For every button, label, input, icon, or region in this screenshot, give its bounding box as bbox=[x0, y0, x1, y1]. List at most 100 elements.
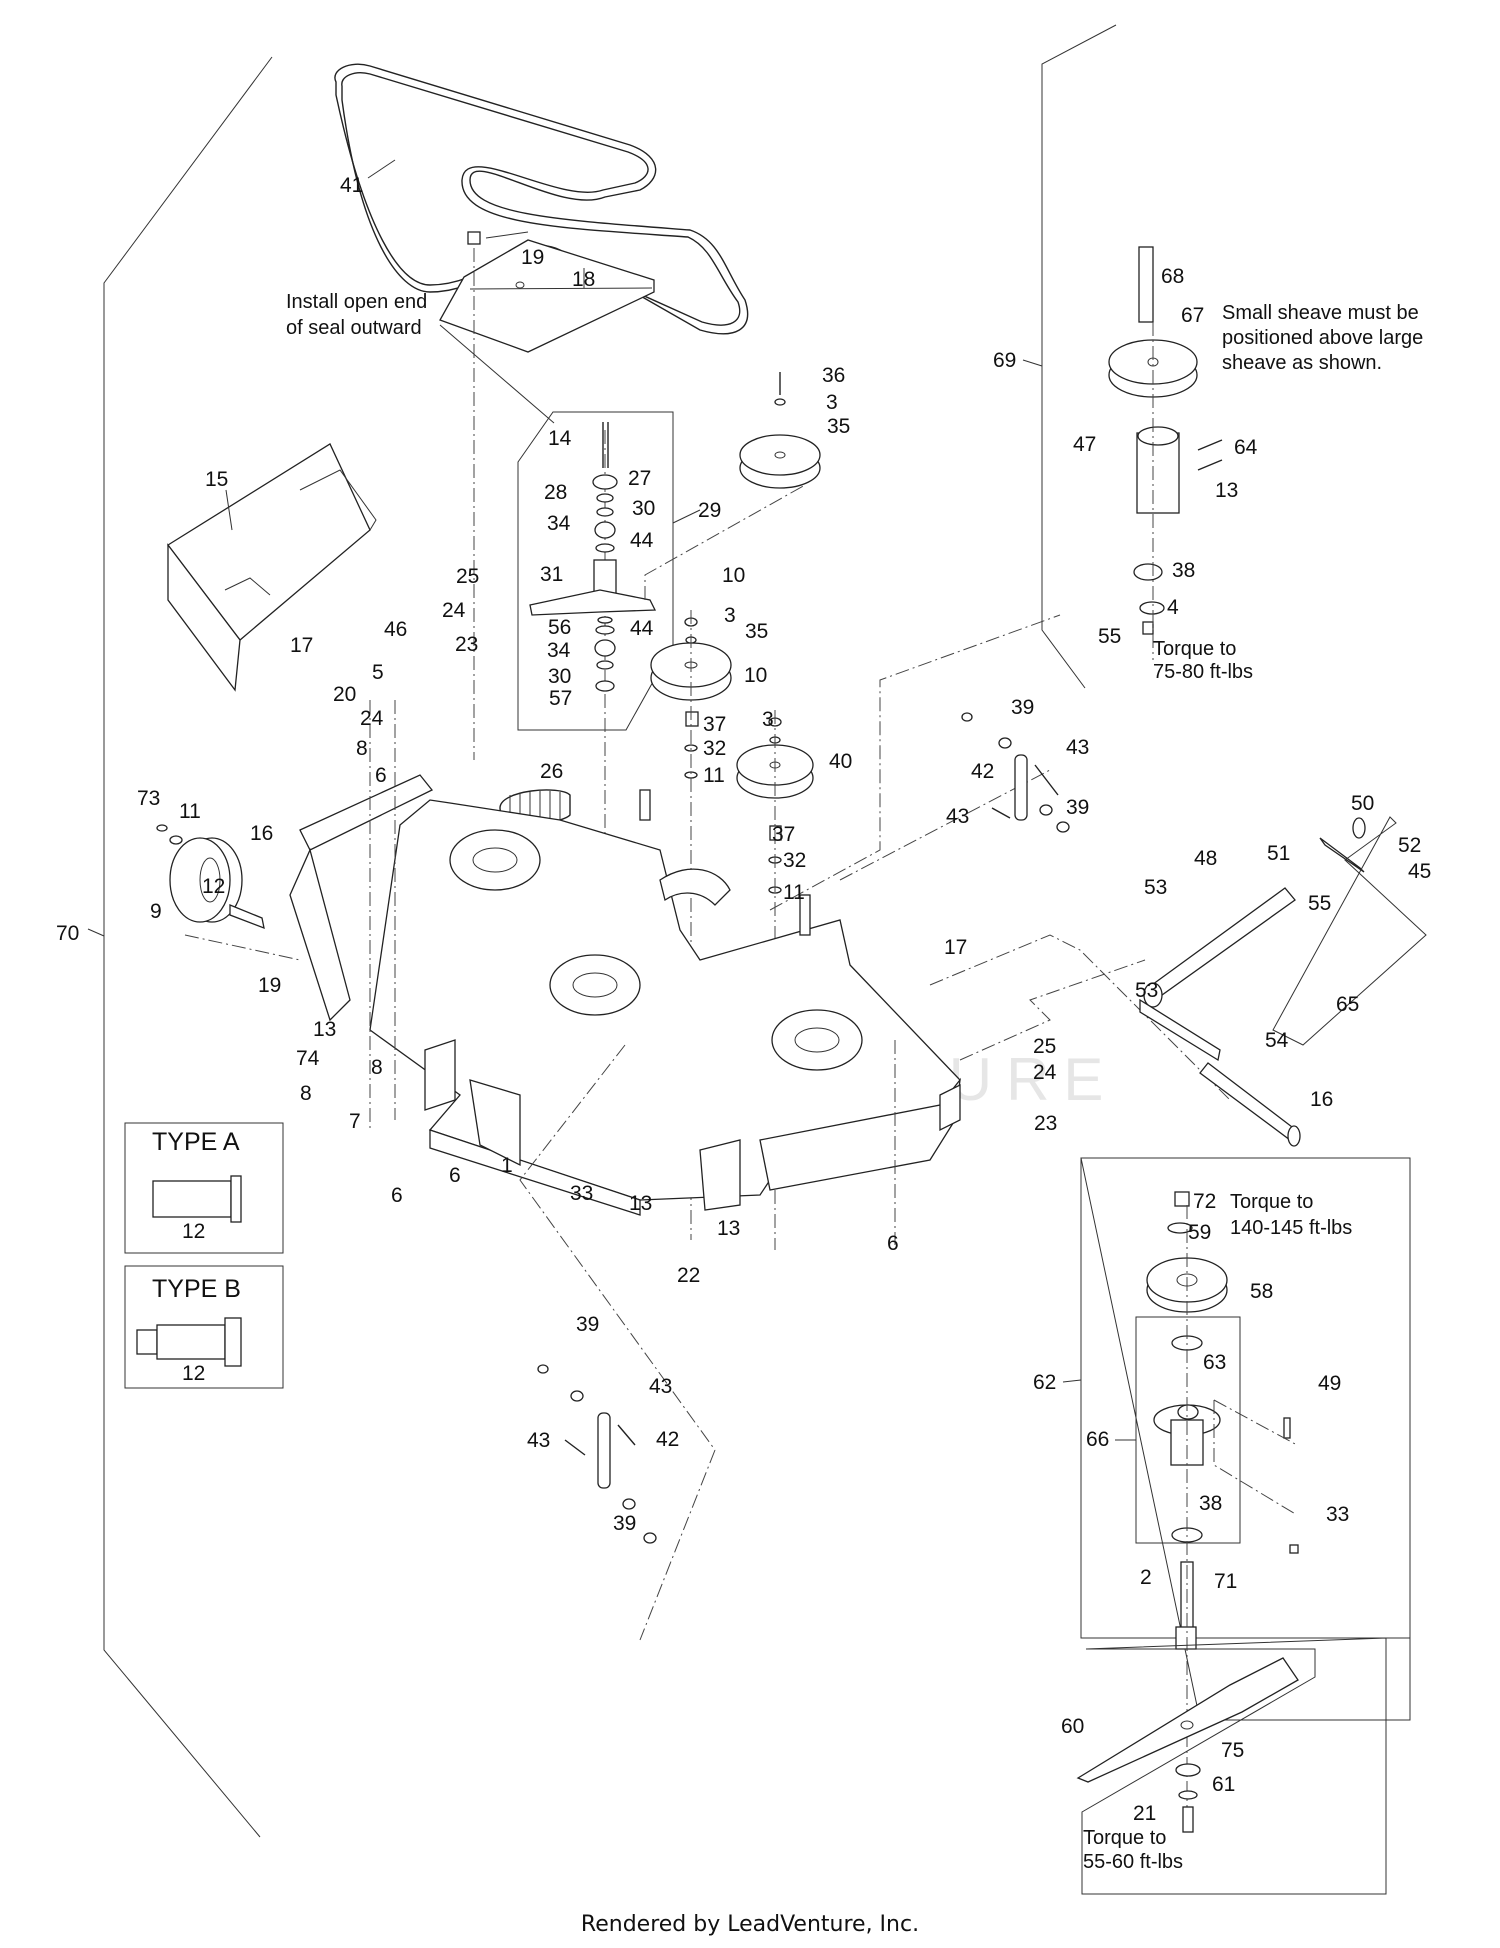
callout-30: 30 bbox=[632, 497, 655, 520]
chain-assembly bbox=[961, 712, 1070, 833]
bar-group-box bbox=[1272, 816, 1427, 1046]
callout-57: 57 bbox=[549, 687, 572, 710]
callout-47: 47 bbox=[1073, 433, 1096, 456]
mower-deck bbox=[289, 774, 961, 1216]
callout-42: 42 bbox=[971, 760, 994, 783]
callout-34: 34 bbox=[547, 512, 571, 535]
discharge-deflector bbox=[167, 443, 377, 692]
axis-line bbox=[959, 959, 1146, 1061]
belt-cover bbox=[439, 231, 655, 353]
callout-20: 20 bbox=[333, 683, 356, 706]
note-sheave-line3: sheave as shown. bbox=[1222, 352, 1382, 374]
callout-13: 13 bbox=[1215, 479, 1238, 502]
callout-3: 3 bbox=[762, 708, 774, 731]
callout-25: 25 bbox=[456, 565, 479, 588]
callout-39: 39 bbox=[1011, 696, 1034, 719]
type-a-pin bbox=[152, 1180, 232, 1218]
callout-8: 8 bbox=[356, 737, 368, 760]
callout-37: 37 bbox=[703, 713, 726, 736]
callout-36: 36 bbox=[822, 364, 845, 387]
assembly-70-bracket bbox=[103, 56, 273, 1838]
callout-3: 3 bbox=[724, 604, 736, 627]
callout-24: 24 bbox=[442, 599, 466, 622]
type-b-pin bbox=[156, 1324, 226, 1360]
callout-63: 63 bbox=[1203, 1351, 1226, 1374]
axis-line bbox=[184, 934, 301, 961]
note-torque-spindle-line2: 140-145 ft-lbs bbox=[1230, 1217, 1352, 1239]
callout-1: 1 bbox=[501, 1154, 513, 1177]
chain-assembly bbox=[537, 1364, 657, 1544]
callout-38: 38 bbox=[1199, 1492, 1222, 1515]
callout-16: 16 bbox=[250, 822, 273, 845]
callout-68: 68 bbox=[1161, 265, 1184, 288]
callout-14: 14 bbox=[548, 427, 572, 450]
note-seal-line1: Install open end bbox=[286, 291, 427, 313]
axis-line bbox=[769, 614, 1061, 911]
callout-43: 43 bbox=[1066, 736, 1089, 759]
callout-33: 33 bbox=[1326, 1503, 1349, 1526]
callout-38: 38 bbox=[1172, 559, 1195, 582]
callout-37: 37 bbox=[772, 823, 795, 846]
callout-50: 50 bbox=[1351, 792, 1374, 815]
callout-13: 13 bbox=[313, 1018, 336, 1041]
callout-13: 13 bbox=[629, 1192, 652, 1215]
type-a-pin-head bbox=[230, 1175, 242, 1223]
callout-73: 73 bbox=[137, 787, 160, 810]
type-b-title: TYPE B bbox=[152, 1275, 241, 1303]
belt bbox=[334, 63, 749, 335]
type-a-title: TYPE A bbox=[152, 1128, 240, 1156]
callout-51: 51 bbox=[1267, 842, 1290, 865]
callout-70: 70 bbox=[56, 922, 79, 945]
callout-44: 44 bbox=[630, 529, 654, 552]
idler-arm bbox=[529, 422, 657, 692]
leader-lines bbox=[439, 324, 1136, 1441]
callout-26: 26 bbox=[540, 760, 563, 783]
callout-53: 53 bbox=[1135, 979, 1158, 1002]
footer-credit: Rendered by LeadVenture, Inc. bbox=[580, 1912, 920, 1937]
callout-61: 61 bbox=[1212, 1773, 1235, 1796]
callout-12: 12 bbox=[182, 1220, 205, 1243]
callout-48: 48 bbox=[1194, 847, 1217, 870]
callout-4: 4 bbox=[1167, 596, 1179, 619]
callout-11: 11 bbox=[703, 764, 725, 787]
callout-24: 24 bbox=[360, 707, 384, 730]
callout-5: 5 bbox=[372, 661, 384, 684]
note-torque-spindle-line1: Torque to bbox=[1230, 1191, 1313, 1213]
blade-group-box bbox=[1081, 1637, 1387, 1895]
callout-67: 67 bbox=[1181, 304, 1204, 327]
callout-8: 8 bbox=[371, 1056, 383, 1079]
pulley bbox=[739, 372, 821, 489]
note-seal-line2: of seal outward bbox=[286, 317, 422, 339]
callout-24: 24 bbox=[1033, 1061, 1057, 1084]
callout-75: 75 bbox=[1221, 1739, 1244, 1762]
callout-27: 27 bbox=[628, 467, 651, 490]
callout-39: 39 bbox=[576, 1313, 599, 1336]
leader-line bbox=[485, 231, 529, 239]
idler-pulley-assembly bbox=[1108, 246, 1223, 635]
callout-64: 64 bbox=[1234, 436, 1258, 459]
callout-49: 49 bbox=[1318, 1372, 1341, 1395]
callout-labels: 41 19 18 14 27 28 30 34 29 44 15 17 25 2… bbox=[56, 174, 1431, 1825]
axis-line bbox=[1213, 1399, 1298, 1446]
note-sheave-line1: Small sheave must be bbox=[1222, 302, 1419, 324]
callout-10: 10 bbox=[722, 564, 745, 587]
axis-line bbox=[639, 1449, 716, 1641]
leader-line bbox=[87, 928, 105, 937]
type-b-pin-head bbox=[224, 1317, 242, 1367]
axis-line bbox=[519, 1044, 716, 1451]
callout-39: 39 bbox=[613, 1512, 636, 1535]
idler-group-bracket bbox=[1041, 24, 1117, 689]
rod bbox=[1199, 1062, 1301, 1147]
callout-10: 10 bbox=[744, 664, 767, 687]
callout-28: 28 bbox=[544, 481, 567, 504]
callout-11: 11 bbox=[783, 881, 805, 904]
callout-71: 71 bbox=[1214, 1570, 1237, 1593]
spindle-group-box bbox=[1080, 1157, 1411, 1639]
callout-65: 65 bbox=[1336, 993, 1359, 1016]
callout-41: 41 bbox=[340, 174, 363, 197]
anti-scalp-bar bbox=[1139, 817, 1366, 1062]
callout-52: 52 bbox=[1398, 834, 1421, 857]
callout-43: 43 bbox=[946, 805, 969, 828]
callout-35: 35 bbox=[827, 415, 850, 438]
callout-60: 60 bbox=[1061, 1715, 1084, 1738]
